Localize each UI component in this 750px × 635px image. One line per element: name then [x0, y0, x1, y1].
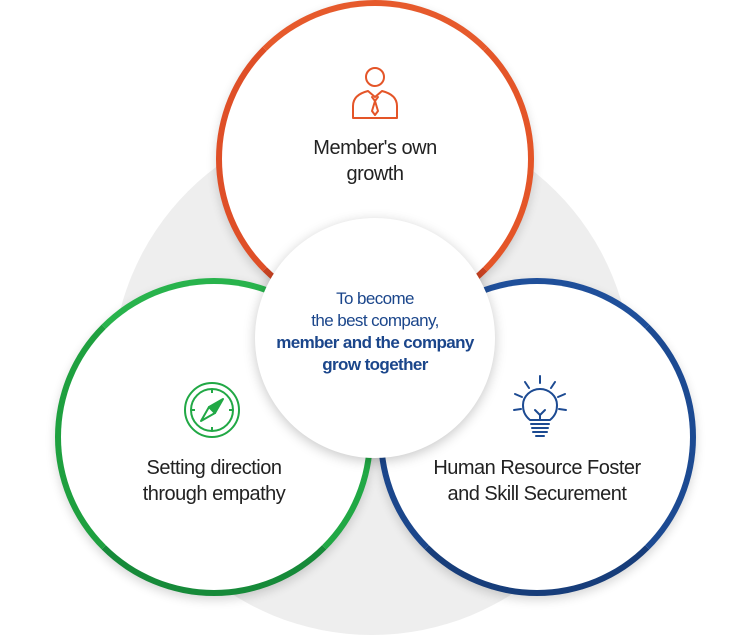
center-line-1: To become: [336, 289, 414, 308]
center-bold-line-1: member and the company: [276, 333, 474, 352]
human-resource-line-1: Human Resource Foster: [433, 457, 641, 479]
human-resource-label: Human Resource Foster and Skill Secureme…: [412, 455, 662, 507]
setting-direction-line-1: Setting direction: [146, 457, 282, 479]
members-growth-label: Member's own growth: [268, 135, 482, 187]
lightbulb-icon: [512, 374, 568, 440]
human-resource-line-2: and Skill Securement: [447, 483, 627, 505]
venn-diagram: Member's own growth Setting direction th…: [55, 0, 696, 635]
setting-direction-line-2: through empathy: [142, 483, 286, 505]
members-growth-line-2: growth: [346, 163, 404, 185]
center-bold-line-2: grow together: [322, 355, 428, 374]
center-circle: [255, 218, 495, 458]
person-icon: [350, 64, 400, 120]
members-growth-line-1: Member's own: [313, 137, 437, 159]
center-line-2: the best company,: [311, 311, 439, 330]
compass-icon: [182, 380, 242, 440]
center-statement: To become the best company, member and t…: [262, 288, 488, 376]
setting-direction-label: Setting direction through empathy: [104, 455, 324, 507]
